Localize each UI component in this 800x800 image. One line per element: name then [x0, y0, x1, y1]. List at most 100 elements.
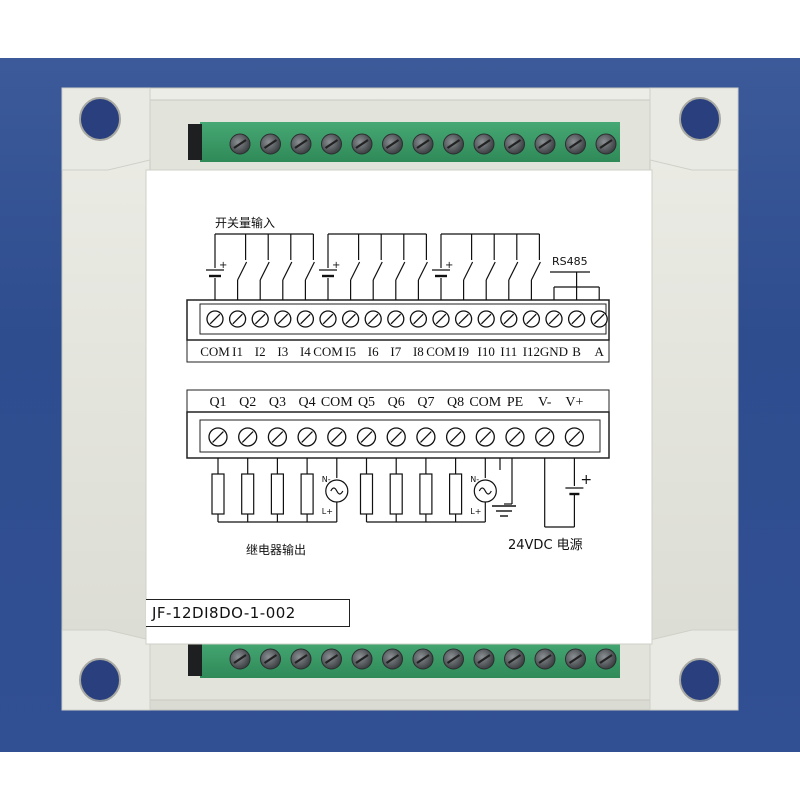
output-terminal-label: Q6: [388, 395, 405, 410]
switch-blade: [237, 261, 248, 281]
terminal-screw-slash: [345, 313, 356, 325]
switch-blade: [372, 261, 383, 281]
output-terminal-label: Q5: [358, 395, 375, 410]
output-terminal-label: V-: [538, 395, 552, 410]
terminal-screw-slash: [593, 313, 605, 325]
terminal-screw-slash: [458, 313, 469, 325]
screw-slot: [263, 139, 278, 149]
input-terminal-label: GND: [540, 344, 568, 359]
terminal-screw-slash: [300, 313, 311, 325]
input-terminal-label: COM: [426, 344, 456, 359]
terminal-screw-slash: [435, 313, 447, 325]
screw-slot: [416, 139, 430, 149]
output-terminal-label: Q2: [239, 395, 256, 410]
bottom-terminal-end: [188, 642, 202, 676]
power-label: 24VDC 电源: [508, 538, 583, 553]
mounting-hole-bottom-right: [679, 658, 721, 702]
input-label-row: [186, 339, 610, 363]
screw-slot: [385, 139, 400, 149]
terminal-screw-slash: [509, 431, 521, 443]
load-resistor: [449, 473, 463, 515]
screw-slot: [599, 654, 613, 664]
screw-slot: [324, 139, 339, 149]
terminal-screw-slash: [538, 431, 551, 443]
output-terminal-inner: [199, 419, 601, 453]
input-terminal-label: B: [572, 344, 581, 359]
switch-input-label: 开关量输入: [215, 215, 275, 230]
switch-blade: [259, 261, 270, 281]
screw-slot: [233, 654, 247, 664]
terminal-screw-slash: [526, 313, 537, 325]
input-terminal-label: I2: [255, 344, 266, 359]
load-resistor: [300, 473, 314, 515]
output-terminal-label: V+: [565, 395, 583, 410]
switch-blade: [417, 261, 428, 281]
switch-blade: [508, 261, 519, 281]
screw-slot: [507, 654, 522, 664]
input-terminal-label: I9: [458, 344, 469, 359]
input-terminal-label: I4: [300, 344, 311, 359]
ac-sine: [330, 487, 344, 495]
switch-blade: [485, 261, 496, 281]
input-diagram-screws: [206, 310, 608, 328]
switch-blade: [304, 261, 315, 281]
screw-slot: [538, 139, 552, 149]
terminal-screw-slash: [548, 313, 560, 325]
terminal-screw-slash: [322, 313, 334, 325]
input-terminal-label: I10: [478, 344, 495, 359]
screw-slot: [599, 139, 613, 149]
battery-plus: +: [445, 260, 453, 271]
input-terminal-label: I1: [232, 344, 243, 359]
top-terminal-end: [188, 124, 202, 160]
screw-slot: [477, 139, 491, 149]
output-diagram-screws: [208, 427, 585, 447]
terminal-screw-slash: [271, 431, 284, 443]
terminal-screw-slash: [503, 313, 515, 325]
output-terminal-strip: [186, 411, 610, 459]
load-resistor: [359, 473, 374, 515]
input-terminal-label: I5: [345, 344, 356, 359]
screw-slot: [416, 654, 430, 664]
screw-slot: [385, 654, 400, 664]
terminal-screw-slash: [420, 431, 432, 443]
load-resistor: [419, 473, 433, 515]
input-terminal-label: I7: [390, 344, 401, 359]
terminal-screw-slash: [571, 313, 582, 325]
top-terminal-screws: [229, 133, 617, 155]
output-terminal-label: Q1: [209, 395, 226, 410]
terminal-screw-slash: [301, 431, 313, 443]
switch-blade: [463, 261, 474, 281]
ac-l-label: L+: [470, 507, 481, 516]
wiring-label-panel: [145, 169, 653, 645]
output-terminal-label: Q4: [299, 395, 316, 410]
terminal-screw-slash: [390, 431, 403, 443]
input-terminal-label: COM: [313, 344, 343, 359]
input-wiring: +++: [206, 233, 600, 300]
terminal-screw-slash: [209, 313, 221, 325]
terminal-screw-slash: [241, 431, 254, 443]
terminal-screw-slash: [479, 431, 492, 443]
screw-slot: [568, 139, 583, 149]
input-terminal-label: I11: [500, 344, 517, 359]
screw-slot: [507, 139, 522, 149]
terminal-screw-slash: [480, 313, 492, 325]
terminal-screw-slash: [568, 431, 581, 443]
switch-blade: [530, 261, 541, 281]
output-terminal-label: Q3: [269, 395, 286, 410]
output-terminal-label: COM: [321, 395, 353, 410]
relay-output-label: 继电器输出: [246, 542, 306, 557]
screw-slot: [233, 139, 247, 149]
ac-n-label: N-: [470, 475, 479, 484]
output-terminal-label: Q8: [447, 395, 464, 410]
rs485-label: RS485: [552, 255, 588, 268]
terminal-screw-slash: [330, 431, 343, 443]
screw-slot: [446, 654, 461, 664]
ac-n-label: N-: [322, 475, 331, 484]
battery-plus: +: [332, 260, 340, 271]
switch-blade: [350, 261, 361, 281]
terminal-screw-slash: [254, 313, 266, 325]
screw-slot: [446, 139, 461, 149]
terminal-screw-slash: [232, 313, 243, 325]
